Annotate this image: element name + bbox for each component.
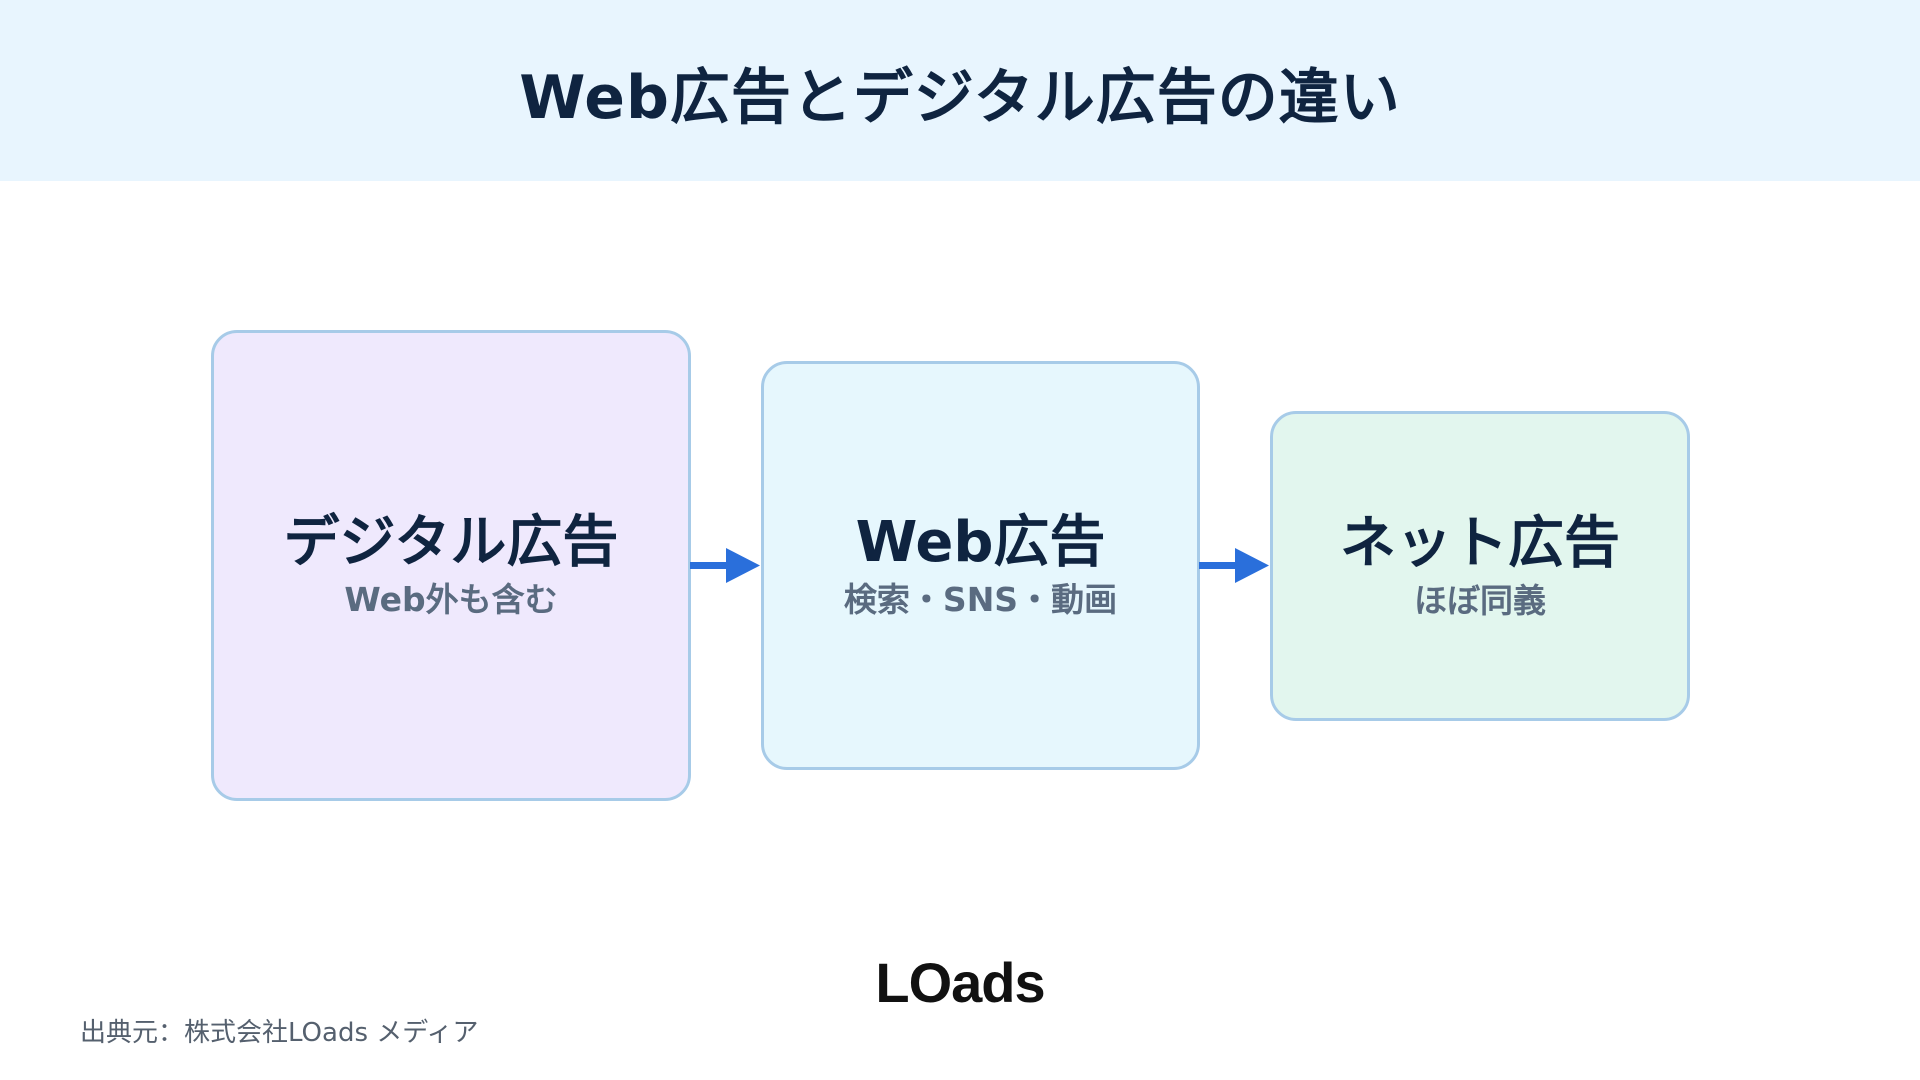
box-title: ネット広告 <box>1340 510 1620 576</box>
arrow-right-icon <box>690 548 760 583</box>
box-subtitle: 検索・SNS・動画 <box>843 580 1118 619</box>
box-subtitle: ほぼ同義 <box>1414 580 1546 620</box>
box-title: デジタル広告 <box>283 510 619 575</box>
header-banner: Web広告とデジタル広告の違い <box>0 0 1920 181</box>
page-title: Web広告とデジタル広告の違い <box>519 63 1401 133</box>
source-credit: 出典元：株式会社LOads メディア <box>80 1018 479 1048</box>
brand-logo: LOads <box>875 951 1045 1014</box>
arrow-right-icon <box>1199 548 1269 583</box>
box-digital-ad: デジタル広告 Web外も含む <box>211 330 691 801</box>
box-net-ad: ネット広告 ほぼ同義 <box>1270 411 1690 721</box>
box-web-ad: Web広告 検索・SNS・動画 <box>761 361 1200 770</box>
box-title: Web広告 <box>855 510 1106 575</box>
box-subtitle: Web外も含む <box>344 580 558 619</box>
